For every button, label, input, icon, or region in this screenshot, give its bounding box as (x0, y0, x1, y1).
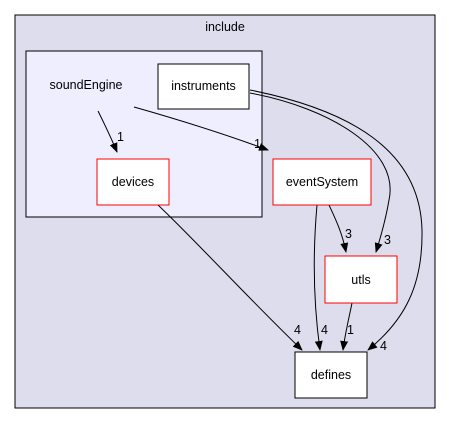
node-defines-box (294, 351, 368, 399)
edges: 1 1 3 4 4 3 4 1 (97, 89, 423, 353)
edge-label-utls-defines: 1 (347, 323, 354, 337)
edge-instruments-utls (249, 92, 391, 253)
cluster-soundEngine-label: soundEngine (50, 78, 123, 92)
edge-label-eventSystem-defines: 4 (321, 323, 328, 337)
edge-eventSystem-utls (328, 204, 349, 253)
node-eventSystem[interactable]: eventSystem (272, 158, 372, 206)
node-devices-box (96, 158, 170, 206)
node-defines[interactable]: defines (294, 351, 368, 399)
node-devices-label: devices (112, 175, 154, 189)
edge-soundEngine-eventSystem (133, 106, 269, 151)
edge-label-soundEngine-eventSystem: 1 (254, 137, 261, 151)
node-utls[interactable]: utls (324, 255, 398, 304)
edge-soundEngine-devices (97, 110, 118, 153)
edge-label-devices-defines: 4 (294, 323, 301, 337)
cluster-include-label: include (205, 20, 245, 34)
edge-label-soundEngine-devices: 1 (117, 130, 124, 144)
edge-devices-defines (157, 204, 303, 351)
edge-label-instruments-defines: 4 (380, 339, 387, 353)
node-instruments[interactable]: instruments (157, 63, 250, 110)
node-utls-label: utls (351, 273, 370, 287)
edge-eventSystem-defines (313, 204, 323, 351)
node-eventSystem-box (272, 158, 372, 206)
node-instruments-label: instruments (171, 79, 236, 93)
edge-label-eventSystem-utls: 3 (345, 227, 352, 241)
edge-instruments-defines (249, 89, 423, 351)
node-instruments-box (157, 63, 250, 110)
edge-utls-defines (340, 302, 353, 351)
node-defines-label: defines (311, 368, 351, 382)
edge-label-instruments-utls: 3 (384, 233, 391, 247)
node-eventSystem-label: eventSystem (286, 175, 358, 189)
node-utls-box (324, 255, 398, 304)
node-devices[interactable]: devices (96, 158, 170, 206)
